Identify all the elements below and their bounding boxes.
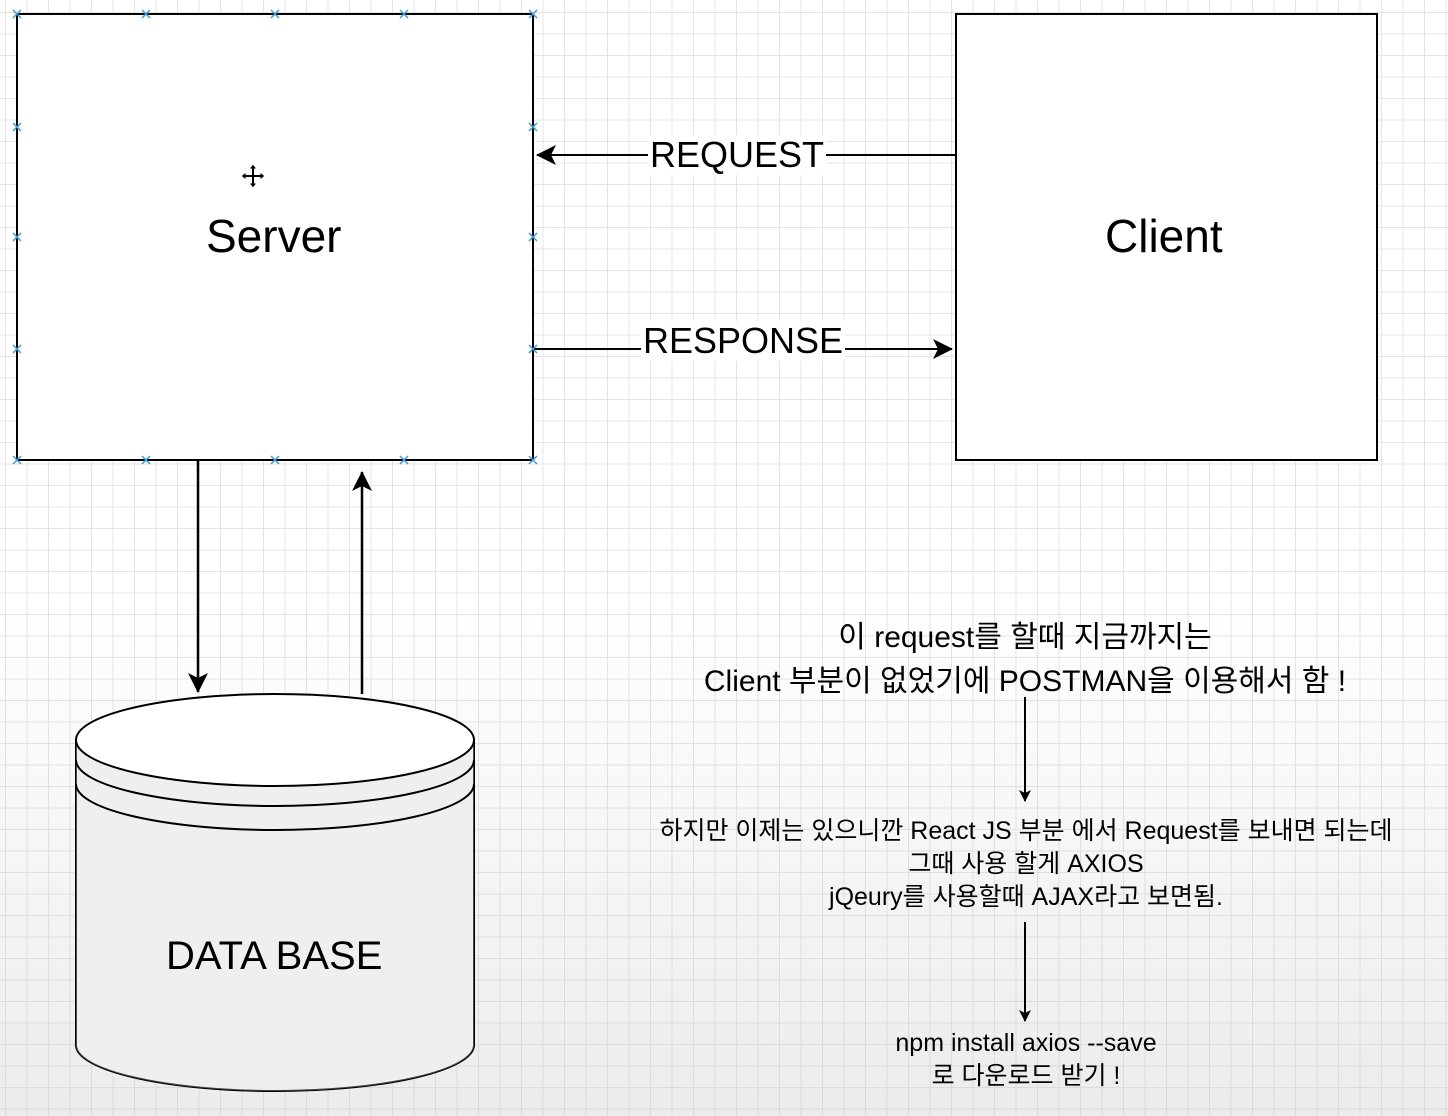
x-handle-icon[interactable] xyxy=(528,122,538,132)
x-handle-icon[interactable] xyxy=(270,455,280,465)
x-handle-icon[interactable] xyxy=(399,9,409,19)
x-handle-icon[interactable] xyxy=(399,455,409,465)
x-handle-icon[interactable] xyxy=(528,455,538,465)
server-box[interactable] xyxy=(16,13,534,461)
note-axios: 하지만 이제는 있으니깐 React JS 부분 에서 Request를 보내면… xyxy=(615,815,1437,914)
x-handle-icon[interactable] xyxy=(528,9,538,19)
x-handle-icon[interactable] xyxy=(270,9,280,19)
x-handle-icon[interactable] xyxy=(12,344,22,354)
note-axios-line2: 그때 사용 할게 AXIOS xyxy=(908,850,1144,878)
note-postman: 이 request를 할때 지금까지는 Client 부분이 없었기에 POST… xyxy=(640,616,1410,704)
x-handle-icon[interactable] xyxy=(12,9,22,19)
x-handle-icon[interactable] xyxy=(12,122,22,132)
x-handle-icon[interactable] xyxy=(528,232,538,242)
note-postman-line1: 이 request를 할때 지금까지는 xyxy=(838,621,1212,654)
note-axios-line1: 하지만 이제는 있으니깐 React JS 부분 에서 Request를 보내면… xyxy=(659,817,1393,845)
note-install-line1: npm install axios --save xyxy=(895,1029,1157,1057)
x-handle-icon[interactable] xyxy=(12,455,22,465)
database-cylinder[interactable] xyxy=(75,693,475,1092)
client-box[interactable] xyxy=(955,13,1378,461)
selection-handles xyxy=(12,9,538,465)
request-label: REQUEST xyxy=(648,134,827,175)
note-install: npm install axios --save 로 다운로드 받기 ! xyxy=(826,1027,1226,1093)
response-label: RESPONSE xyxy=(641,320,846,361)
x-handle-icon[interactable] xyxy=(141,9,151,19)
move-cursor-icon xyxy=(240,163,266,189)
x-handle-icon[interactable] xyxy=(528,344,538,354)
server-label: Server xyxy=(206,210,342,262)
x-handle-icon[interactable] xyxy=(12,232,22,242)
note-axios-line3: jQeury를 사용할때 AJAX라고 보면됨. xyxy=(829,883,1223,911)
note-postman-line2: Client 부분이 없었기에 POSTMAN을 이용해서 함 ! xyxy=(703,665,1347,698)
client-label: Client xyxy=(1105,210,1223,262)
note-install-line2: 로 다운로드 받기 ! xyxy=(931,1062,1121,1090)
x-handle-icon[interactable] xyxy=(141,455,151,465)
database-label: DATA BASE xyxy=(166,934,383,978)
